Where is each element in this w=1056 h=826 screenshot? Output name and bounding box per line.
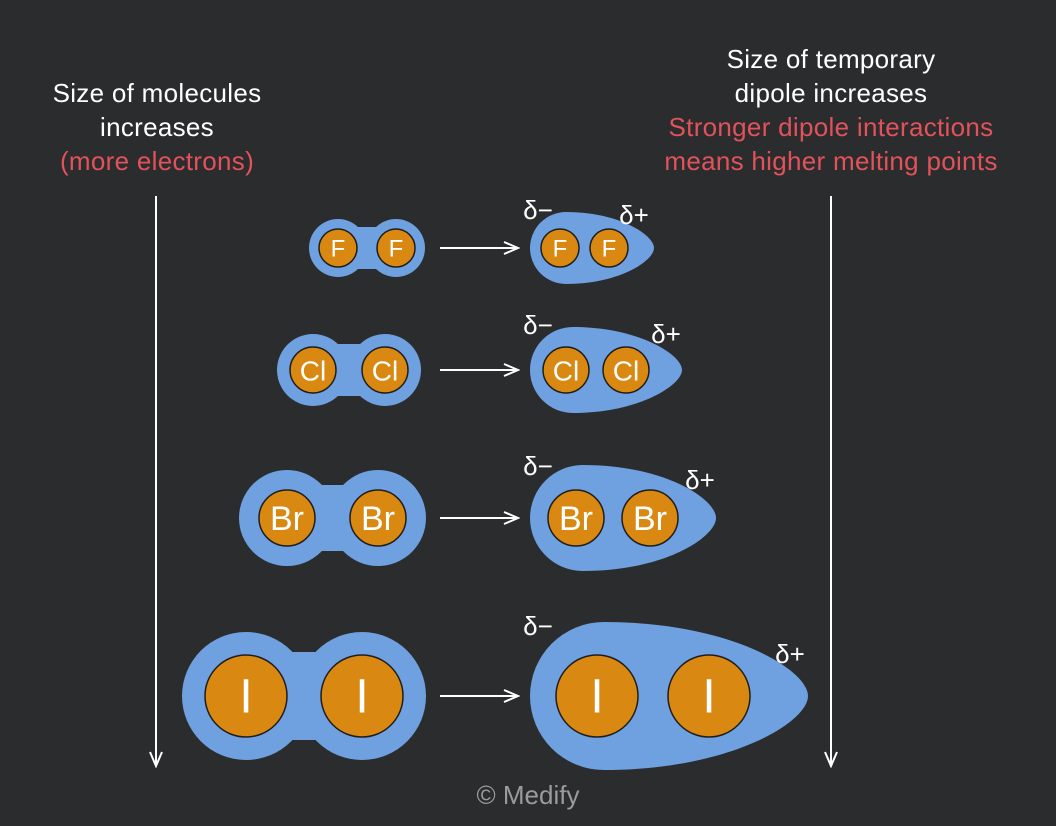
right-heading-line-1: Size of temporary <box>726 44 936 74</box>
polarised-atom-left-label: F <box>553 236 568 263</box>
polarised-atom-left-label: I <box>590 671 603 724</box>
delta-positive-label: δ+ <box>619 200 649 230</box>
polarised-atom-right <box>589 228 629 268</box>
atom-left-label: Br <box>270 500 304 538</box>
delta-positive-label: δ+ <box>775 639 805 669</box>
atom-right-label: Cl <box>372 356 398 387</box>
delta-negative-label: δ− <box>523 611 553 641</box>
left-heading-line-2: increases <box>100 112 214 142</box>
atom-left <box>258 489 316 547</box>
molecule-row-i: I I I Iδ− δ+ <box>182 611 808 770</box>
polarised-atom-right-label: Cl <box>613 356 639 387</box>
polarised-atom-right-label: F <box>602 236 617 263</box>
left-heading-note: (more electrons) <box>59 146 255 176</box>
polarised-atom-right <box>667 654 751 738</box>
left-heading-line-1: Size of molecules <box>52 78 262 108</box>
atom-left-label: Cl <box>300 356 326 387</box>
right-heading-note-1: Stronger dipole interactions <box>668 112 994 142</box>
right-heading: Size of temporary dipole increases Stron… <box>630 42 1032 178</box>
polarised-atom-left <box>547 489 605 547</box>
atom-left <box>289 346 337 394</box>
polarised-atom-left-label: Cl <box>553 356 579 387</box>
polarised-atom-left <box>540 228 580 268</box>
delta-positive-label: δ+ <box>685 465 715 495</box>
delta-negative-label: δ− <box>523 310 553 340</box>
atom-right <box>361 346 409 394</box>
atom-right <box>376 228 416 268</box>
atom-right-label: I <box>355 671 368 724</box>
polarised-atom-right <box>602 346 650 394</box>
atom-left-label: I <box>239 671 252 724</box>
atom-left <box>204 654 288 738</box>
polarised-atom-left <box>542 346 590 394</box>
atom-left <box>318 228 358 268</box>
polarised-atom-right-label: I <box>702 671 715 724</box>
polarised-atom-left <box>555 654 639 738</box>
atom-left-label: F <box>331 236 346 263</box>
polarised-atom-right <box>621 489 679 547</box>
molecule-row-f: F F F Fδ− δ+ <box>309 195 654 284</box>
delta-negative-label: δ− <box>523 195 553 225</box>
delta-positive-label: δ+ <box>651 319 681 349</box>
atom-right-label: F <box>389 236 404 263</box>
polarised-atom-right-label: Br <box>633 500 667 538</box>
atom-right <box>349 489 407 547</box>
polarised-atom-left-label: Br <box>559 500 593 538</box>
right-heading-line-2: dipole increases <box>734 78 928 108</box>
atom-right <box>320 654 404 738</box>
atom-right-label: Br <box>361 500 395 538</box>
delta-negative-label: δ− <box>523 451 553 481</box>
left-heading: Size of molecules increases (more electr… <box>22 76 292 178</box>
credit: © Medify <box>476 780 580 810</box>
right-heading-note-2: means higher melting points <box>664 146 998 176</box>
